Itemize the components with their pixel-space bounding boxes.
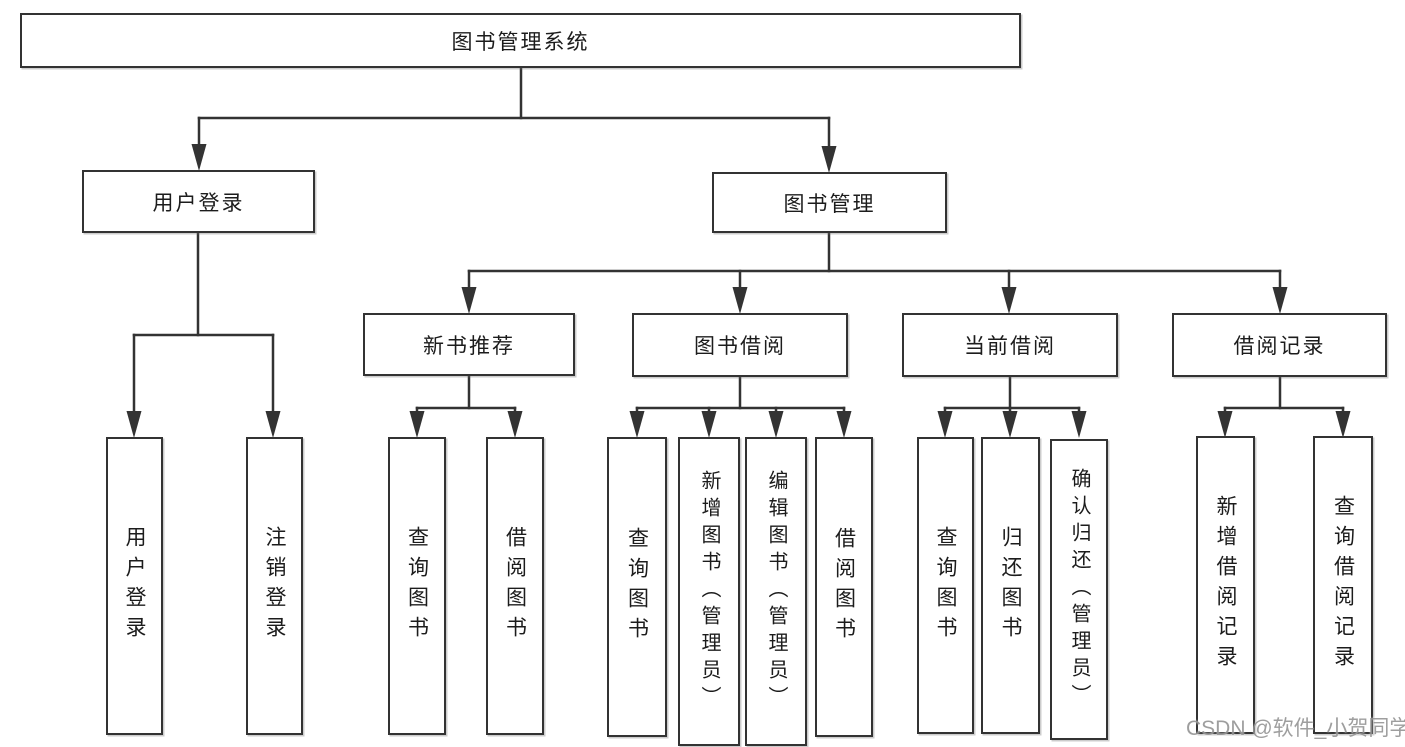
- node-leaf-nb-query-books: 查询图书: [388, 437, 446, 735]
- node-leaf-user-login: 用户登录: [106, 437, 163, 735]
- node-leaf-bb-add-books-admin: 新增图书（管理员）: [678, 437, 740, 746]
- node-leaf-cb-confirm-return-admin: 确认归还（管理员）: [1050, 439, 1108, 740]
- node-leaf-nb-borrow-books: 借阅图书: [486, 437, 544, 735]
- node-borrow-records: 借阅记录: [1172, 313, 1387, 377]
- node-current-borrow: 当前借阅: [902, 313, 1118, 377]
- csdn-watermark: CSDN @软件_小贺同学: [1186, 717, 1405, 740]
- node-leaf-cb-return-books: 归还图书: [981, 437, 1040, 734]
- node-leaf-cb-query-books: 查询图书: [917, 437, 974, 734]
- node-book-borrow: 图书借阅: [632, 313, 848, 377]
- node-leaf-bb-borrow-books: 借阅图书: [815, 437, 873, 737]
- node-user-login: 用户登录: [82, 170, 315, 233]
- node-new-book-recommend: 新书推荐: [363, 313, 575, 376]
- node-leaf-bb-edit-books-admin: 编辑图书（管理员）: [745, 437, 807, 746]
- node-leaf-br-query-borrow-record: 查询借阅记录: [1313, 436, 1373, 734]
- node-leaf-bb-query-books: 查询图书: [607, 437, 667, 737]
- node-leaf-logout: 注销登录: [246, 437, 303, 735]
- node-library-management-system: 图书管理系统: [20, 13, 1021, 68]
- node-leaf-br-add-borrow-record: 新增借阅记录: [1196, 436, 1255, 734]
- node-book-management: 图书管理: [712, 172, 947, 233]
